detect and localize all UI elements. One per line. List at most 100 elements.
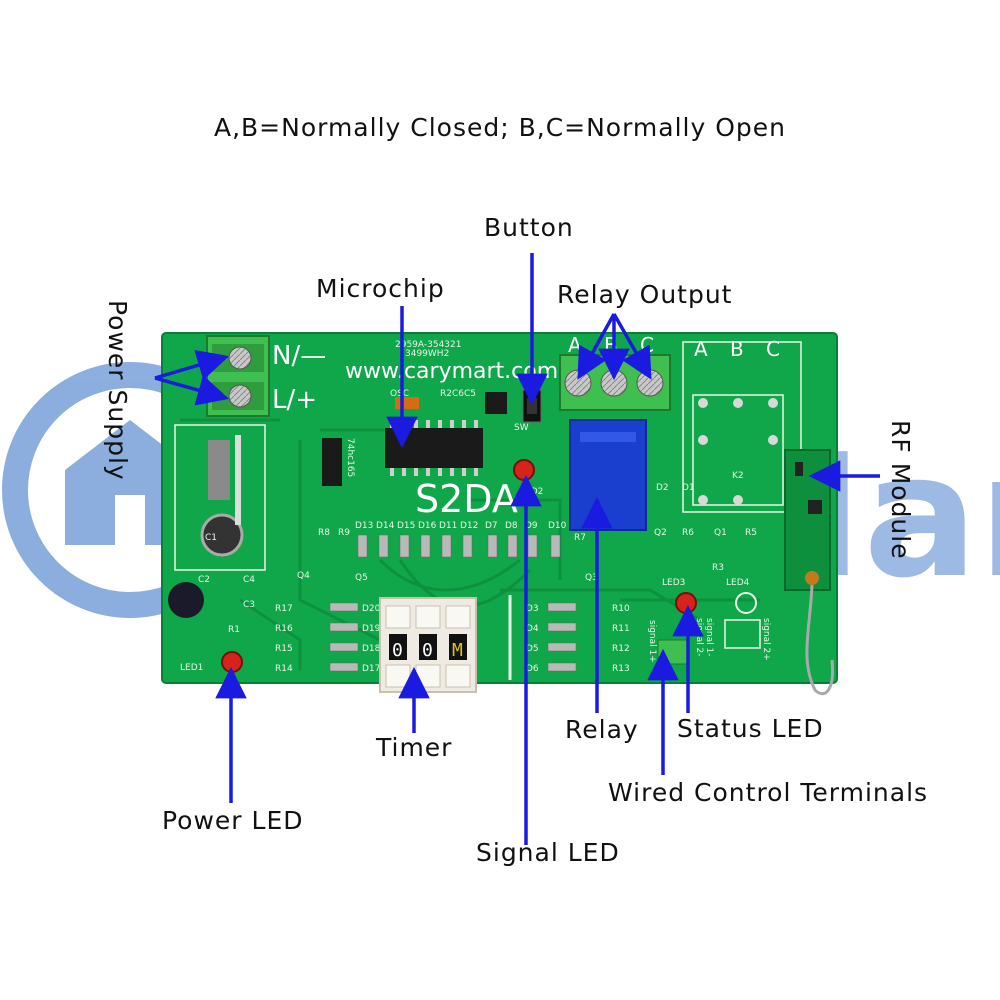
arrow-relay-output-c	[612, 313, 652, 380]
r9-label: R9	[338, 528, 350, 538]
r1-label: R1	[228, 625, 240, 635]
resistor-label: R15	[275, 644, 293, 654]
r3-label: R3	[712, 563, 724, 573]
ic-code-2: 3499WH2	[405, 349, 449, 359]
diode-label: D19	[362, 624, 381, 634]
rf-terminal-a: A	[694, 337, 708, 361]
q3-label: Q3	[585, 573, 598, 583]
headline: A,B=Normally Closed; B,C=Normally Open	[213, 113, 787, 142]
screw-l	[228, 384, 252, 408]
led2	[513, 459, 535, 481]
callout-timer: Timer	[376, 733, 453, 762]
right-resistor-bank: D3 D4 D5 D6 R10 R11 R12 R13	[526, 602, 630, 674]
k2-label: K2	[732, 471, 744, 481]
resistor-label: R17	[275, 604, 293, 614]
diode-label: D12	[460, 521, 478, 531]
callout-power-supply: Power Supply	[103, 300, 132, 481]
timer-digit-3: M	[452, 640, 463, 661]
q2-label: Q2	[654, 528, 667, 538]
led4	[735, 592, 757, 614]
timer-digit-1: 0	[392, 640, 403, 661]
resistor-label: R12	[612, 644, 630, 654]
screw-a	[564, 369, 592, 397]
callout-arrows	[154, 253, 880, 845]
diode-label: D18	[362, 644, 381, 654]
diode-label: D17	[362, 664, 380, 674]
terminal-l-label: L/+	[272, 385, 317, 415]
diode-label: D5	[526, 644, 539, 654]
signal1-label: signal 1+	[647, 620, 657, 663]
led4-label: LED4	[726, 578, 750, 588]
diode-label: D14	[376, 521, 395, 531]
q5-label: Q5	[355, 573, 368, 583]
c2-label: C2	[198, 575, 210, 585]
microchip	[385, 420, 483, 476]
diode-label: D4	[526, 624, 539, 634]
diode-label: D9	[525, 521, 538, 531]
resistor-label: R11	[612, 624, 630, 634]
callout-status-led: Status LED	[677, 714, 824, 743]
relay-terminal-a: A	[568, 333, 582, 357]
resistor-label: R14	[275, 664, 293, 674]
q4-label: Q4	[297, 571, 310, 581]
callout-button: Button	[484, 213, 574, 242]
callout-signal-led: Signal LED	[476, 838, 620, 867]
r5-label: R5	[745, 528, 757, 538]
terminal-n-label: N/—	[272, 341, 326, 371]
rf-terminal-c: C	[766, 337, 780, 361]
model-label: S2DA	[415, 477, 518, 521]
rf-pads	[692, 394, 784, 506]
relay-terminal-c: C	[640, 333, 654, 357]
diode-label: D6	[526, 664, 539, 674]
r7-label: R7	[574, 533, 586, 543]
callout-wired-control: Wired Control Terminals	[608, 778, 929, 807]
signal2p-label: signal 2+	[761, 618, 771, 661]
sw-label: SW	[514, 423, 529, 433]
left-resistor-bank: R17 R16 R15 R14 D20 D19 D18 D17	[275, 602, 381, 674]
shift-register-chip	[322, 438, 342, 486]
callout-relay-output: Relay Output	[557, 280, 733, 309]
timer-digit-2: 0	[422, 640, 433, 661]
d2-label: D2	[656, 483, 669, 493]
c3-label: C3	[243, 600, 255, 610]
small-ic	[485, 392, 507, 414]
diode-label: D10	[548, 521, 567, 531]
c1-label: C1	[205, 533, 217, 543]
r2c6c5-label: R2C6C5	[440, 389, 476, 399]
diode-label: D7	[485, 521, 498, 531]
arrow-power-supply-2	[154, 375, 230, 406]
d1-label: D1	[682, 483, 695, 493]
screw-n	[228, 346, 252, 370]
chip-label: 74hc165	[345, 438, 355, 477]
led3-label: LED3	[662, 578, 685, 588]
diode-label: D16	[418, 521, 437, 531]
led3	[675, 592, 697, 614]
power-terminal-block	[206, 335, 270, 417]
diode-label: D15	[397, 521, 415, 531]
signal2m-label: signal 2-	[694, 618, 704, 656]
diode-label: D11	[439, 521, 457, 531]
c4-label: C4	[243, 575, 255, 585]
led1-label: LED1	[180, 663, 203, 673]
signal1m-label: signal 1-	[704, 618, 714, 656]
led2-label: LED2	[520, 487, 543, 497]
power-components	[168, 435, 244, 618]
diode-label: D13	[355, 521, 373, 531]
arrow-relay-output-a	[577, 313, 616, 380]
q1-label: Q1	[714, 528, 727, 538]
diode-label: D20	[362, 604, 381, 614]
resistor-label: R16	[275, 624, 293, 634]
relay	[569, 419, 647, 531]
resistor-label: R10	[612, 604, 630, 614]
diode-label: D8	[505, 521, 518, 531]
callout-rf-module: RF Module	[886, 420, 915, 560]
r8-label: R8	[318, 528, 330, 538]
ic-code: 2959A-354321	[395, 340, 461, 350]
diode-label: D3	[526, 604, 539, 614]
r6-label: R6	[682, 528, 694, 538]
callout-microchip: Microchip	[316, 274, 445, 303]
arrow-power-supply-1	[154, 349, 230, 381]
led1	[221, 651, 243, 673]
resistor-label: R13	[612, 664, 630, 674]
